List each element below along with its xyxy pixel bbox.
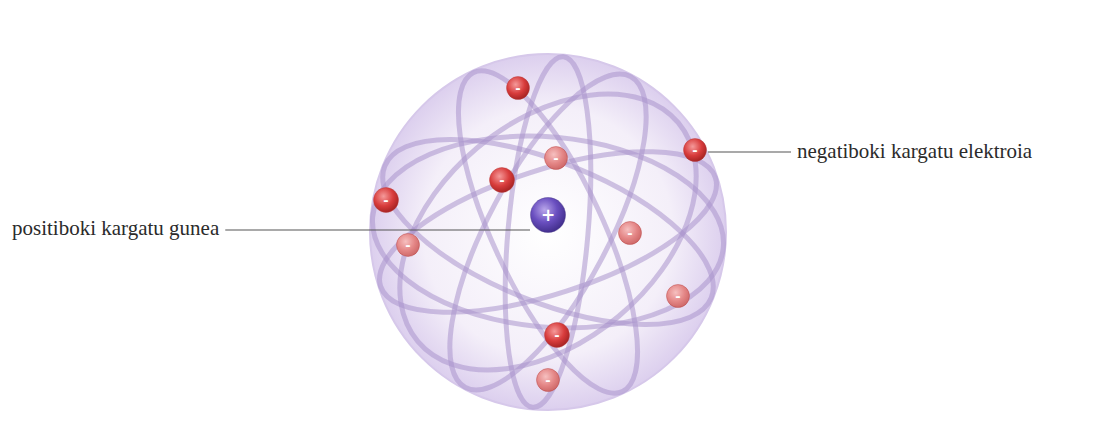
charge-sign: +	[541, 207, 555, 224]
charge-sign: -	[515, 82, 520, 95]
nucleus: +	[530, 197, 566, 233]
charge-sign: -	[692, 144, 697, 157]
charge-sign: -	[405, 239, 410, 252]
electron: -	[544, 322, 570, 348]
electron: -	[544, 146, 568, 170]
electron: -	[396, 233, 420, 257]
callout-label: positiboki kargatu gunea	[12, 216, 219, 241]
charge-sign: -	[383, 194, 388, 207]
charge-sign: -	[675, 290, 680, 303]
orbits	[347, 38, 749, 425]
electron: -	[506, 76, 530, 100]
electron: -	[666, 284, 690, 308]
callout-label: negatiboki kargatu elektroia	[797, 139, 1032, 164]
charge-sign: -	[553, 152, 558, 165]
electron: -	[536, 368, 560, 392]
leader-line	[225, 229, 530, 230]
charge-sign: -	[627, 227, 632, 240]
electron: -	[618, 221, 642, 245]
charge-sign: -	[499, 174, 504, 187]
electron: -	[373, 187, 399, 213]
leader-line	[708, 151, 791, 152]
electron: -	[683, 138, 707, 162]
electron: -	[489, 167, 515, 193]
charge-sign: -	[554, 329, 559, 342]
charge-sign: -	[545, 374, 550, 387]
